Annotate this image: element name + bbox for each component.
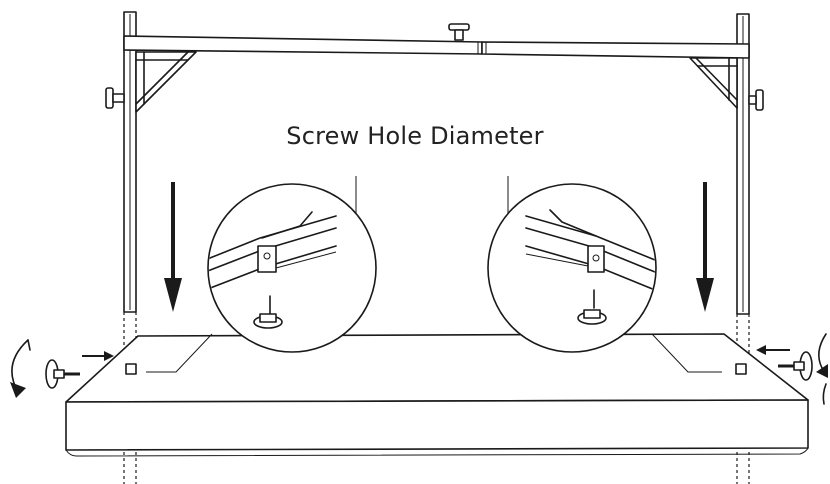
right-detail-magnifier xyxy=(487,183,657,353)
left-knob-rotation xyxy=(10,339,80,398)
left-insert-arrow xyxy=(82,351,114,361)
left-corner-brace xyxy=(105,51,197,113)
top-crossbar xyxy=(123,23,750,59)
caption-screw-hole-diameter: Screw Hole Diameter xyxy=(286,122,544,150)
table xyxy=(65,333,809,457)
leader-lines xyxy=(355,176,509,276)
right-corner-brace xyxy=(689,57,764,111)
right-knob-rotation xyxy=(778,333,828,405)
right-down-arrow xyxy=(696,182,714,312)
left-detail-magnifier xyxy=(207,183,377,353)
right-insert-arrow xyxy=(756,345,790,355)
left-down-arrow xyxy=(164,182,182,312)
